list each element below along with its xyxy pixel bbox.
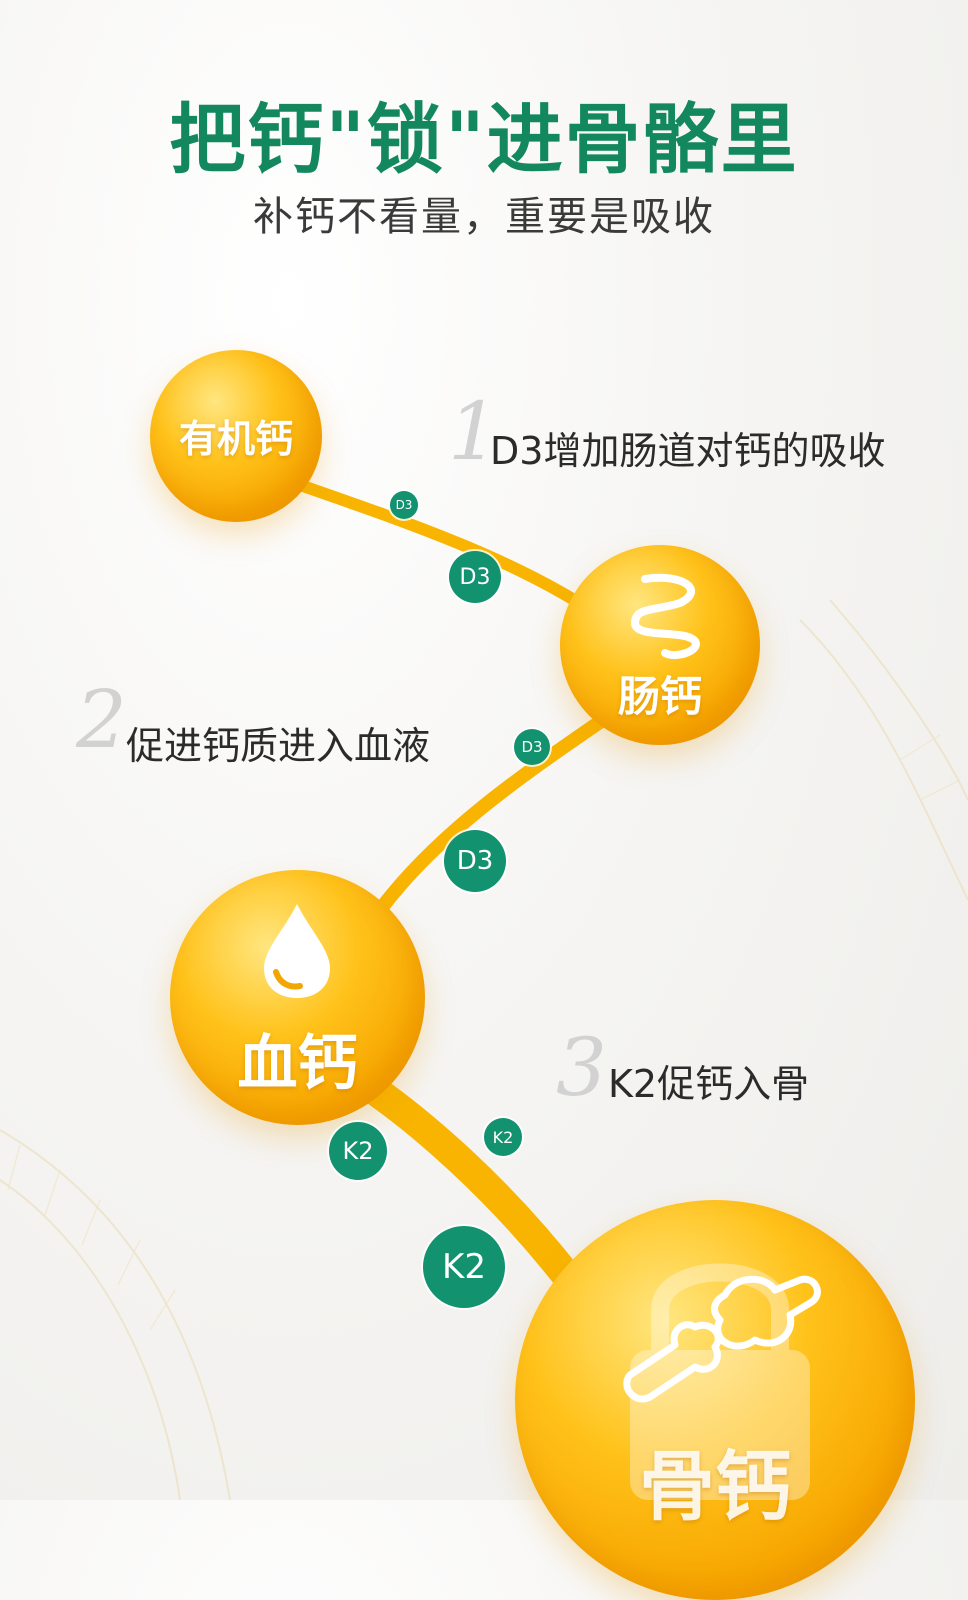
- step-3-text: K2促钙入骨: [608, 1062, 810, 1106]
- step-2-number: 2: [76, 673, 127, 766]
- intestine-calcium-node: 肠钙: [560, 545, 760, 745]
- drop-icon: [264, 904, 330, 998]
- organic-calcium-label: 有机钙: [178, 417, 293, 461]
- page-title: 把钙"锁"进骨骼里: [169, 95, 799, 184]
- bone-calcium-label: 骨钙: [639, 1442, 791, 1531]
- bone-joint-icon: [623, 1275, 821, 1403]
- d3-badge: D3: [444, 830, 506, 892]
- step-2-text: 促进钙质进入血液: [126, 724, 431, 768]
- blood-calcium-label: 血钙: [237, 1029, 358, 1099]
- background-decoration: [0, 479, 968, 1500]
- step-3-number: 3: [556, 1021, 607, 1114]
- d3-badge: D3: [449, 551, 501, 603]
- d3-badge: D3: [390, 491, 418, 519]
- step-1-text: D3增加肠道对钙的吸收: [490, 429, 886, 473]
- intestine-icon: [630, 573, 700, 660]
- k2-badge: K2: [329, 1122, 387, 1180]
- lock-icon: [630, 1263, 810, 1500]
- blood-calcium-node: 血钙: [170, 870, 425, 1125]
- page-subtitle: 补钙不看量，重要是吸收: [253, 194, 715, 240]
- bone-calcium-node: 骨钙: [515, 1200, 915, 1600]
- intestine-calcium-label: 肠钙: [617, 672, 702, 721]
- k2-badge: K2: [484, 1118, 522, 1156]
- organic-calcium-node: 有机钙: [150, 350, 322, 522]
- d3-badge: D3: [514, 729, 550, 765]
- k2-badge: K2: [423, 1226, 505, 1308]
- step-1-number: 1: [448, 385, 499, 478]
